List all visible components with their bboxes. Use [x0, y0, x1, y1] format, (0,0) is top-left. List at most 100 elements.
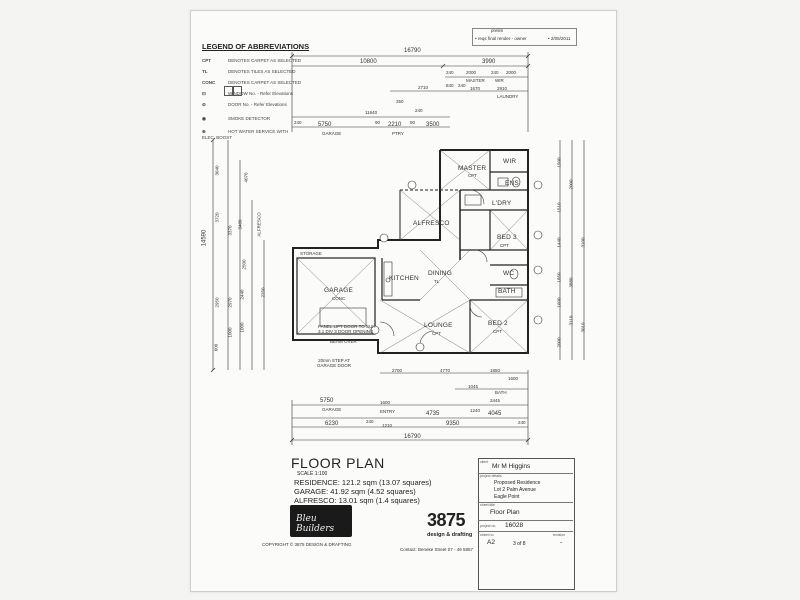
dim-left: 1000 — [227, 327, 233, 338]
dim-bottom: 1600 — [380, 400, 391, 405]
legend-desc: WINDOW No. - Refer Elevations — [228, 91, 294, 96]
dim-top: 240 — [458, 83, 466, 88]
project-line: Proposed Residence — [494, 480, 541, 486]
dim-bottom: 6230 — [325, 421, 339, 427]
dim-right: 2000 — [556, 337, 562, 348]
project-no: 16028 — [505, 522, 524, 529]
dim-left: 1000 — [239, 322, 245, 333]
dim-left: 3720 — [214, 212, 220, 223]
dim-top: 2000 — [466, 70, 477, 75]
room-garage: GARAGE — [324, 287, 354, 294]
room-bath: BATH — [498, 288, 516, 295]
legend-row: ◉SMOKE DETECTOR — [202, 116, 270, 122]
scale-label: SCALE 1:100 — [297, 471, 328, 477]
dim-top: 2210 — [388, 122, 402, 128]
dim-label: WIR — [495, 78, 504, 83]
title-block — [478, 458, 575, 590]
builder-logo-text: Bleu Builders — [296, 514, 335, 534]
revision-line-1: prelim — [491, 28, 504, 33]
title-block-divider — [478, 502, 573, 503]
project-line: Eagle Point — [494, 494, 520, 500]
paper-page — [190, 10, 617, 592]
room-wir: WIR — [503, 158, 517, 165]
area-garage: GARAGE: 41.92 sqm (4.52 squares) — [294, 487, 416, 496]
dim-right: 3880 — [568, 277, 574, 288]
firm-logo: 3875 — [427, 510, 466, 530]
area-residence: RESIDENCE: 121.2 sqm (13.07 squares) — [294, 478, 432, 487]
dim-left: 3480 — [237, 219, 243, 230]
legend-desc: DENOTES CARPET AS SELECTED — [228, 58, 302, 63]
room-finish: CPT — [468, 173, 477, 178]
copyright-text: COPYRIGHT © 3875 DESIGN & DRAFTING — [262, 542, 352, 547]
dim-label: MASTER — [466, 78, 485, 83]
revision-box: prelim • reqs final render - owner • 2/0… — [472, 28, 577, 46]
dim-bottom: 240 — [518, 420, 526, 425]
revision-line-3: • 2/05/2011 — [548, 36, 571, 41]
dim-top: 10800 — [360, 59, 377, 65]
dim-right: 1850 — [556, 272, 562, 283]
hot-water-icon: ⊕ — [202, 129, 206, 134]
area-alfresco: ALFRESCO: 13.01 sqm (1.4 squares) — [294, 496, 420, 505]
revision-value: - — [560, 539, 563, 546]
sheet-of: 3 of 8 — [513, 541, 526, 547]
legend-desc: HOT WATER SERVICE WITH ELEC. BOOST — [202, 129, 289, 140]
dim-top: 90 — [375, 120, 381, 125]
step-note: 20mm STEP AT GARAGE DOOR — [316, 358, 351, 368]
dim-bottom: 3445 — [490, 398, 501, 403]
sheet-title: Floor Plan — [490, 509, 520, 516]
smoke-detector-icon: ◉ — [202, 116, 206, 121]
dim-top: 240 — [294, 120, 302, 125]
dim-top: 840 — [446, 83, 454, 88]
dim-right: 3100 — [580, 237, 586, 248]
legend-row: ⊡WINDOW No. - Refer Elevations — [202, 91, 293, 97]
sheet-size: A2 — [487, 539, 495, 546]
title-block-divider — [478, 531, 573, 532]
legend-box — [224, 86, 234, 96]
dim-label: GARAGE — [322, 131, 342, 136]
dim-left: 3640 — [214, 165, 220, 176]
room-wc: WC — [503, 270, 515, 277]
dim-left-overall: 14590 — [201, 229, 208, 247]
dim-bottom: 4770 — [440, 368, 451, 373]
room-laundry: L'DRY — [492, 200, 512, 207]
dim-label: PTRY — [392, 131, 404, 136]
room-finish: CPT — [493, 329, 502, 334]
dim-right: 2000 — [568, 179, 574, 190]
dim-bottom: 1600 — [508, 376, 519, 381]
dim-right: 3110 — [568, 315, 574, 326]
legend-desc: DENOTES TILES AS SELECTED — [228, 69, 296, 74]
dim-bottom: 1210 — [382, 423, 393, 428]
dim-top: 1670 — [470, 86, 481, 91]
page-title: FLOOR PLAN — [291, 455, 385, 471]
builder-logo: Bleu Builders — [290, 505, 352, 537]
room-bed2: BED 2 — [488, 320, 508, 327]
room-dining: DINING — [428, 270, 452, 277]
dim-top: 11640 — [365, 110, 378, 115]
room-kitchen: KITCHEN — [389, 275, 419, 282]
legend-code: CPT — [202, 58, 211, 63]
dim-right: 1600 — [556, 297, 562, 308]
dim-top: 2710 — [418, 85, 429, 90]
dim-left: 600 — [213, 343, 219, 352]
dim-top: 240 — [491, 70, 499, 75]
dim-left: 3370 — [227, 225, 233, 236]
sheet-no-label: sheet no. — [480, 533, 495, 537]
legend-code: CONC — [202, 80, 216, 85]
room-finish: CPT — [500, 243, 509, 248]
project-no-label: project no. — [480, 524, 497, 528]
room-finish: CONC — [332, 296, 346, 301]
dim-top: 90 — [410, 120, 416, 125]
revision-line-2: • reqs final render - owner — [475, 36, 527, 41]
room-finish: TL — [434, 279, 440, 284]
dim-top: 3990 — [482, 59, 496, 65]
sheet-title-label: sheet title — [480, 503, 495, 507]
dim-label: GARAGE — [322, 407, 342, 412]
dim-bottom: 1850 — [490, 368, 501, 373]
legend-title: LEGEND OF ABBREVIATIONS — [202, 42, 310, 51]
door-symbol-icon: ⊘ — [202, 102, 206, 107]
dim-right: 1510 — [556, 202, 562, 213]
